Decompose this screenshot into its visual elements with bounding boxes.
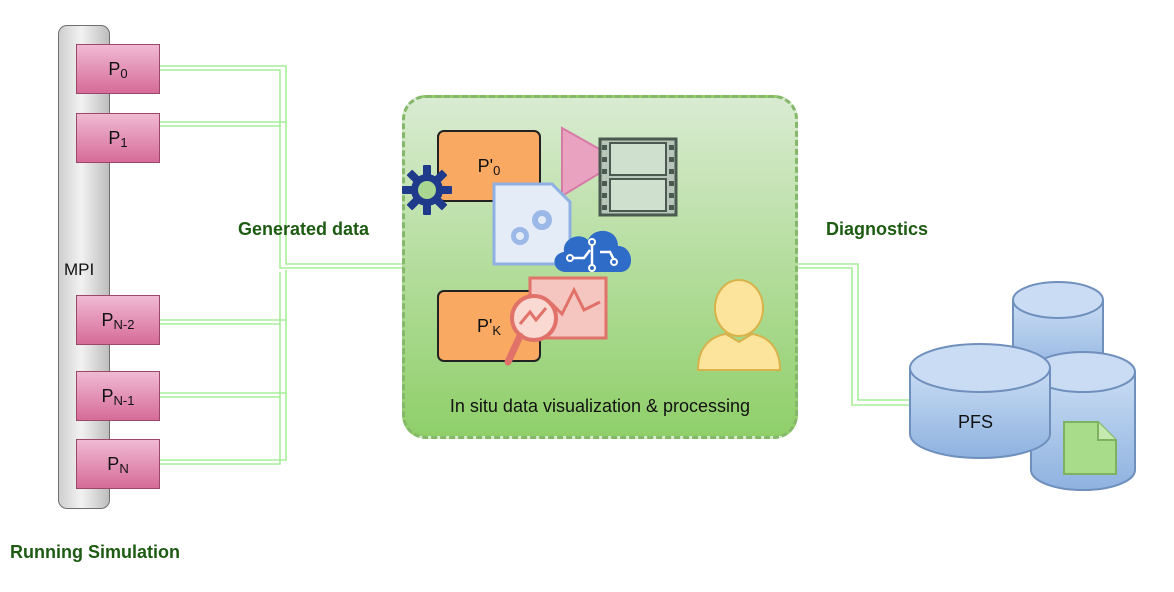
process-base: P <box>108 58 121 79</box>
process-base: P <box>101 385 114 406</box>
task-base: P' <box>476 315 493 336</box>
diagnostics-label: Diagnostics <box>826 219 929 239</box>
process-base: P <box>101 309 114 330</box>
process-sub: 0 <box>120 65 128 81</box>
chart-magnifier-icon <box>504 276 608 366</box>
user-icon <box>696 279 782 371</box>
process-base: P <box>108 127 121 148</box>
task-sub: K <box>492 322 502 338</box>
process-base: P <box>107 453 120 474</box>
gear-icon <box>402 165 452 215</box>
task-base: P' <box>477 155 494 176</box>
task-sub: 0 <box>493 162 501 178</box>
brain-cloud-icon <box>554 230 632 272</box>
mpi-label: MPI <box>64 260 95 279</box>
generated-data-label: Generated data <box>238 219 370 239</box>
running-simulation-caption: Running Simulation <box>10 542 180 562</box>
process-sub: 1 <box>120 134 128 150</box>
pfs-label: PFS <box>958 412 994 432</box>
mpi-communicator-bar <box>58 25 110 509</box>
process-sub: N-1 <box>113 392 135 408</box>
process-sub: N-2 <box>113 316 135 332</box>
process-sub: N <box>119 460 129 476</box>
film-strip-icon <box>598 137 678 217</box>
settings-document-icon <box>492 182 572 266</box>
document-icon <box>1063 421 1117 475</box>
insitu-label: In situ data visualization & processing <box>449 396 751 416</box>
